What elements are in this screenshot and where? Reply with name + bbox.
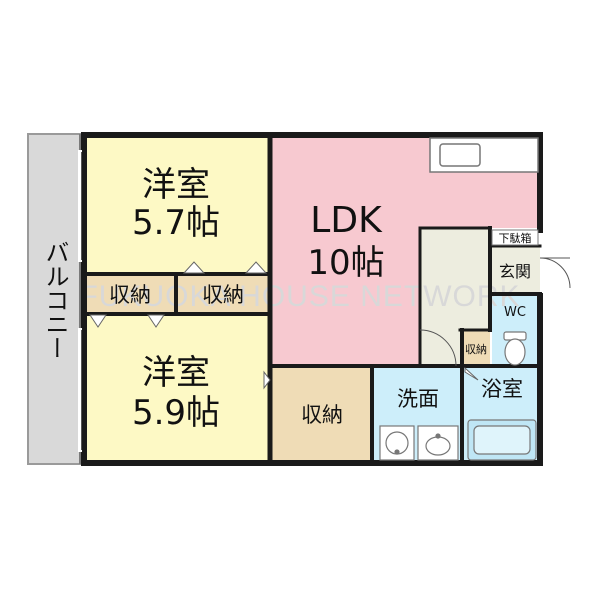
sink-icon: [417, 425, 459, 461]
ldk-area-lower: [272, 228, 420, 366]
balcony-area: [27, 133, 83, 465]
bedroom2-name: 洋室: [142, 353, 210, 393]
entrance-area: [490, 246, 540, 294]
closet-small-area: [460, 330, 490, 366]
toilet-icon: [503, 331, 527, 366]
closet2-area: [178, 274, 270, 314]
windows: [78, 150, 83, 452]
bathtub-icon: [467, 419, 537, 461]
closet2-label: 収納: [202, 283, 244, 307]
shoe-cabinet-label: 下駄箱: [499, 231, 532, 245]
bedroom2-area: [84, 314, 270, 463]
door-markers: [89, 261, 479, 390]
door-swings: [419, 257, 571, 367]
closet3-label: 収納: [301, 403, 343, 427]
washroom-label: 洗面: [397, 387, 439, 411]
closet1-area: [84, 274, 174, 314]
ldk-name: LDK: [310, 200, 383, 241]
kitchen-counter: [429, 137, 539, 173]
bedroom2-size: 5.9帖: [132, 393, 220, 433]
wc-label: WC: [504, 305, 526, 320]
closet-small-label: 収納: [465, 343, 487, 356]
bedroom1-name: 洋室: [142, 165, 210, 205]
walls: [81, 132, 543, 466]
bedroom1-size: 5.7帖: [132, 203, 220, 243]
washing-machine-icon: [379, 425, 415, 461]
balcony-label: バルコニー: [41, 240, 69, 360]
watermark: FUKUOKA HOUSE NETWORK: [79, 280, 520, 313]
entrance-label: 玄関: [499, 262, 531, 281]
closet3-area: [272, 366, 372, 463]
bathroom-label: 浴室: [481, 377, 523, 401]
closet1-label: 収納: [109, 283, 151, 307]
ldk-size: 10帖: [307, 243, 384, 283]
bedroom1-area: [84, 135, 270, 274]
shoe-cabinet: [491, 229, 539, 246]
